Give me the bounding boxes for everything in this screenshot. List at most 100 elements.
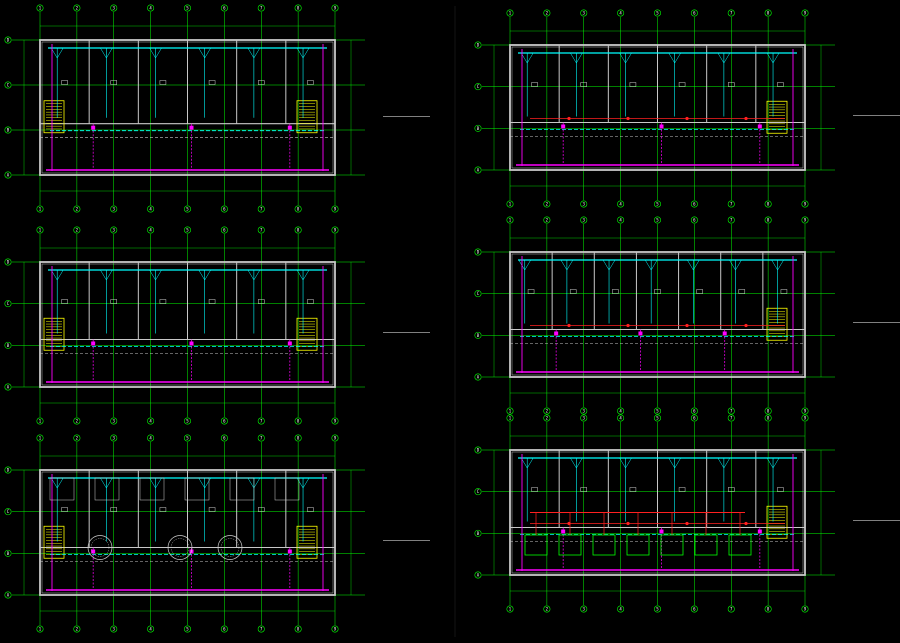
stair-outline — [43, 317, 65, 351]
device-symbol — [678, 82, 686, 87]
device-symbol — [307, 299, 314, 304]
axis-bubble-top — [764, 216, 772, 224]
axis-bubble-bottom — [617, 407, 625, 415]
axis-number: 8 — [767, 202, 770, 207]
pipe-red-node — [744, 323, 748, 328]
axis-number: 7 — [730, 607, 733, 612]
axis-bubble-bottom — [110, 205, 118, 213]
axis-bubble-top — [727, 9, 735, 17]
axis-number: 9 — [804, 218, 807, 223]
axis-bubble-top — [36, 434, 44, 442]
axis-bubble-bottom — [543, 407, 551, 415]
axis-number: 6 — [223, 228, 226, 233]
axis-number: 2 — [76, 228, 79, 233]
axis-bubble-bottom — [73, 417, 81, 425]
axis-bubble-left — [474, 373, 482, 381]
axis-bubble-left — [4, 171, 12, 179]
axis-number: 3 — [583, 416, 586, 421]
axis-number: 9 — [334, 436, 337, 441]
axis-number: 2 — [76, 627, 79, 632]
stair-outline — [296, 100, 318, 134]
device-symbol — [208, 80, 216, 85]
axis-letter: D — [7, 260, 10, 265]
pipe-magenta-fixture — [659, 124, 664, 129]
pipe-cyan-branch — [106, 269, 113, 281]
pipe-magenta-fixture — [189, 341, 194, 346]
axis-number: 5 — [186, 6, 189, 11]
pipe-magenta-fixture — [91, 125, 96, 130]
axis-bubble-bottom — [764, 605, 772, 613]
stair-outline — [43, 100, 65, 134]
axis-letter: B — [7, 128, 10, 133]
axis-bubble-left — [474, 248, 482, 256]
axis-number: 3 — [113, 207, 116, 212]
axis-bubble-bottom — [690, 200, 698, 208]
axis-bubble-bottom — [220, 417, 228, 425]
axis-letter: B — [477, 333, 480, 338]
axis-bubble-bottom — [653, 407, 661, 415]
axis-letter: D — [477, 43, 480, 48]
stair-outline — [766, 100, 788, 134]
axis-number: 5 — [656, 11, 659, 16]
axis-number: 1 — [39, 6, 42, 11]
axis-bubble-top — [257, 4, 265, 12]
device-symbol — [580, 82, 587, 87]
circular-fixture — [87, 535, 113, 560]
axis-number: 7 — [730, 11, 733, 16]
pipe-cyan-branch — [723, 52, 731, 64]
axis-bubble-left — [4, 549, 12, 557]
axis-number: 7 — [260, 228, 263, 233]
axis-letter: D — [477, 250, 480, 255]
pipe-cyan-branch — [766, 52, 774, 64]
device-symbol — [159, 80, 167, 85]
pipe-cyan-branch — [296, 269, 304, 281]
pipe-red-node — [744, 521, 748, 526]
axis-bubble-top — [727, 216, 735, 224]
axis-number: 4 — [619, 607, 622, 612]
axis-bubble-top — [801, 216, 809, 224]
pipe-cyan-branch — [570, 457, 577, 469]
device-symbol — [110, 299, 117, 304]
axis-bubble-top — [147, 434, 155, 442]
pipe-cyan-branch — [155, 47, 162, 59]
axis-number: 1 — [509, 416, 512, 421]
pipe-cyan-branch — [674, 457, 681, 469]
pipe-cyan-branch — [729, 259, 736, 271]
pipe-cyan-branch — [100, 47, 107, 59]
axis-bubble-left — [474, 446, 482, 454]
pipe-cyan-branch — [106, 47, 113, 59]
axis-number: 1 — [39, 419, 42, 424]
pipe-magenta-fixture — [554, 331, 559, 336]
axis-bubble-top — [764, 414, 772, 422]
axis-letter: B — [477, 531, 480, 536]
pipe-cyan-branch — [149, 47, 156, 59]
device-symbol — [258, 507, 265, 512]
pipe-cyan-branch — [253, 477, 261, 489]
axis-bubble-left — [4, 300, 12, 308]
axis-bubble-top — [294, 434, 302, 442]
stair-outline — [296, 525, 318, 559]
axis-number: 4 — [149, 436, 152, 441]
axis-bubble-bottom — [727, 200, 735, 208]
axis-bubble-top — [294, 226, 302, 234]
device-symbol — [307, 80, 314, 85]
axis-bubble-bottom — [294, 625, 302, 633]
device-symbol — [569, 289, 577, 294]
axis-number: 6 — [223, 419, 226, 424]
axis-bubble-bottom — [506, 200, 514, 208]
axis-bubble-left — [4, 591, 12, 599]
pipe-cyan-branch — [296, 47, 304, 59]
axis-bubble-left — [4, 466, 12, 474]
cubicle-block — [139, 477, 165, 501]
axis-number: 5 — [186, 228, 189, 233]
axis-number: 5 — [186, 207, 189, 212]
axis-bubble-bottom — [184, 417, 192, 425]
axis-number: 9 — [334, 207, 337, 212]
stair-core — [296, 317, 318, 351]
device-symbol — [780, 289, 788, 294]
device-symbol — [629, 82, 637, 87]
